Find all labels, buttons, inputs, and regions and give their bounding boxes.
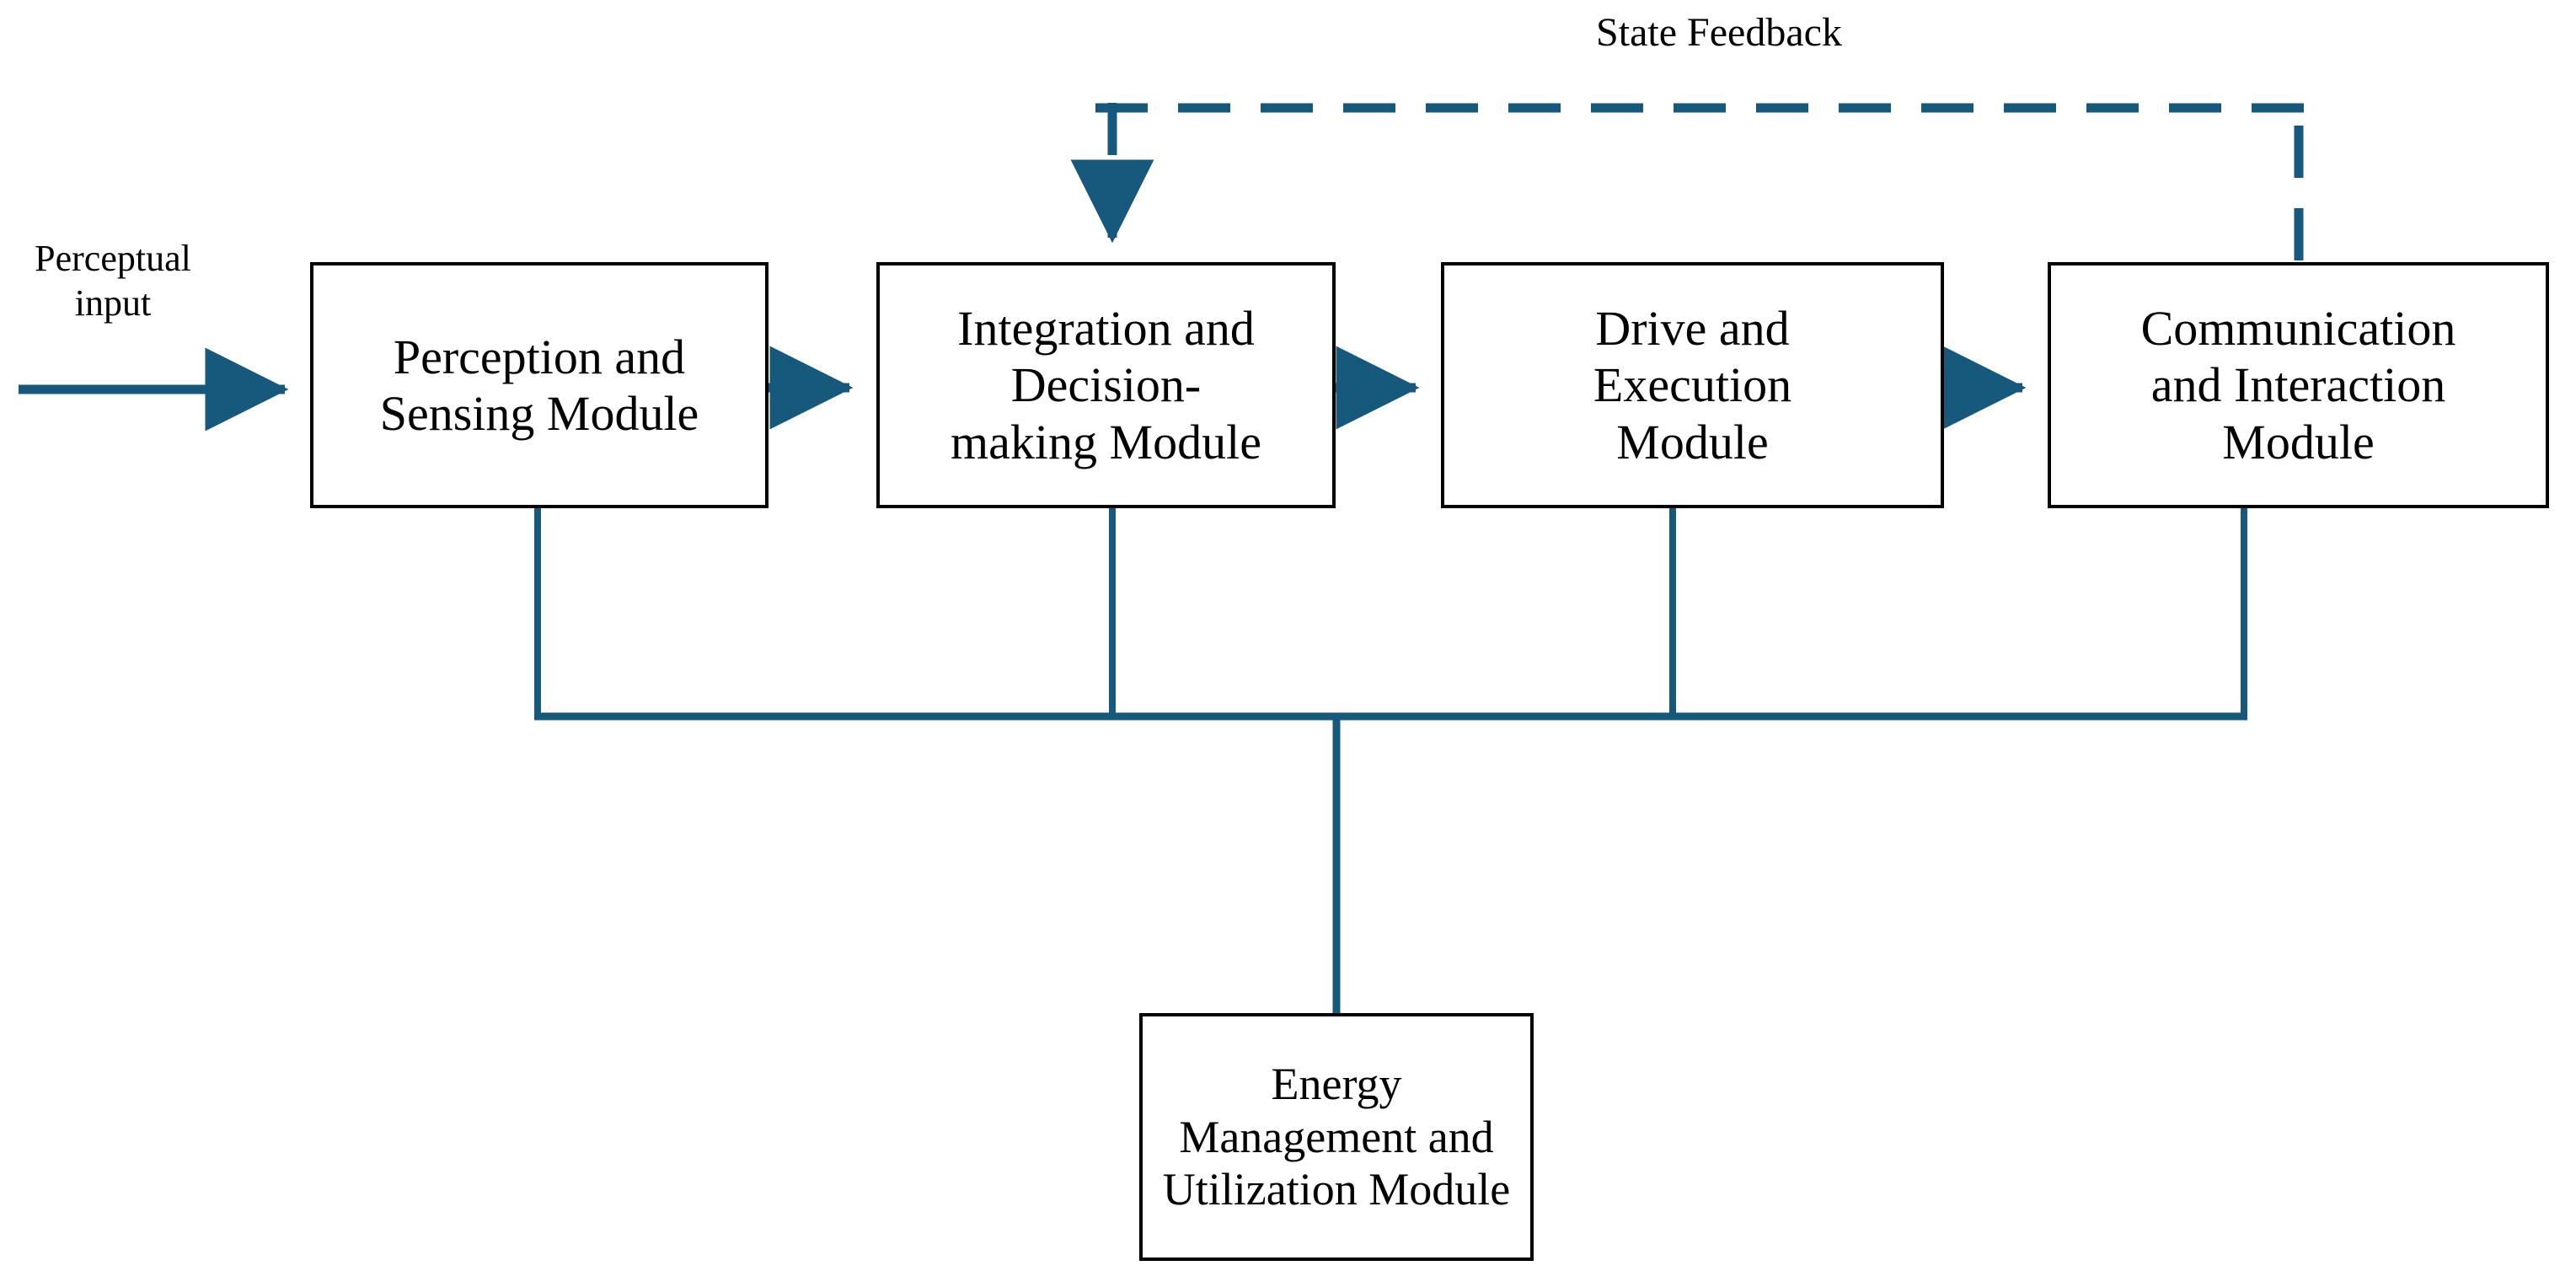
module-box-drive[interactable]: Drive and Execution Module [1441, 262, 1944, 508]
module-box-perception[interactable]: Perception and Sensing Module [310, 262, 769, 508]
edge-state-feedback [1070, 103, 2304, 260]
state-feedback-label: State Feedback [1596, 10, 1842, 55]
module-label-integration: Integration and Decision- making Module [951, 301, 1261, 469]
module-label-energy: Energy Management and Utilization Module [1162, 1059, 1511, 1215]
perceptual-input-label: Perceptual input [35, 238, 191, 324]
module-box-communication[interactable]: Communication and Interaction Module [2048, 262, 2549, 508]
module-box-integration[interactable]: Integration and Decision- making Module [876, 262, 1336, 508]
module-label-communication: Communication and Interaction Module [2140, 301, 2456, 469]
module-box-energy[interactable]: Energy Management and Utilization Module [1139, 1013, 1534, 1261]
module-label-perception: Perception and Sensing Module [379, 329, 699, 441]
module-label-drive: Drive and Execution Module [1593, 301, 1792, 469]
edge-energy-bus [534, 507, 2247, 1015]
